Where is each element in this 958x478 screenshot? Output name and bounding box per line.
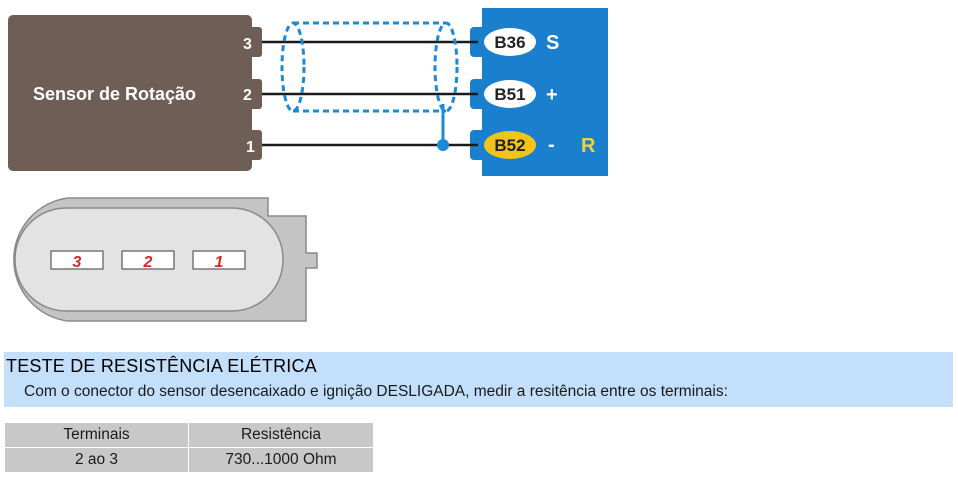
sensor-pin-number-1: 1 [246,139,255,156]
terminal-function-b36: S [546,32,559,54]
sensor-block: Sensor de Rotação 3 2 1 [8,15,262,171]
table-row: 2 ao 3 730...1000 Ohm [4,447,374,473]
terminal-id-b52: B52 [494,136,525,155]
ecu-block [470,8,608,176]
connector-face: 3 2 1 [13,197,318,322]
wires [262,40,478,147]
sensor-pin-tab-3 [244,27,262,57]
terminal-function-b51: + [546,84,558,106]
sensor-body [8,15,252,171]
terminal-badge-b36 [484,28,536,56]
connector-pin-slot-2 [121,250,175,270]
shield-junction-dot [437,139,449,151]
sensor-pin-number-2: 2 [243,87,252,104]
table-cell-terminals: 2 ao 3 [4,447,189,473]
resistance-test-section: TESTE DE RESISTÊNCIA ELÉTRICA Com o cone… [4,352,953,407]
connector-pin-slot-3 [50,250,104,270]
ecu-terminal-tab-b36 [470,27,490,57]
connector-pin-number-1: 1 [215,254,224,271]
test-title: TESTE DE RESISTÊNCIA ELÉTRICA [6,356,317,376]
sensor-pin-number-3: 3 [243,36,252,53]
cable-shield [280,21,459,113]
connector-pin-number-3: 3 [73,254,82,271]
table-header-terminals: Terminais [4,422,189,448]
sensor-pin-tab-2 [244,79,262,109]
terminal-id-b51: B51 [494,85,525,104]
shield-ellipse-right [433,21,459,113]
terminal-badge-b51 [484,80,536,108]
ecu-terminal-b52: B52 - R [484,131,596,159]
table-cell-resistance: 730...1000 Ohm [188,447,374,473]
ecu-terminal-tab-b51 [470,79,490,109]
terminal-extra-b52: R [581,135,596,157]
terminal-function-b52: - [548,134,555,156]
ecu-terminal-tab-b52 [470,130,490,160]
ecu-terminal-b36: B36 S [484,28,559,56]
table-header-resistance: Resistência [188,422,374,448]
connector-pin-number-2: 2 [143,254,153,271]
shield-ellipse-left [280,21,306,113]
test-description: Com o conector do sensor desencaixado e … [24,383,728,400]
terminal-id-b36: B36 [494,33,525,52]
terminal-badge-b52 [484,131,536,159]
sensor-label: Sensor de Rotação [33,84,196,104]
wiring-diagram: Sensor de Rotação 3 2 1 B36 S B51 + B52 [8,8,608,322]
table-header-row: Terminais Resistência [4,422,374,448]
resistance-table: Terminais Resistência 2 ao 3 730...1000 … [4,422,374,473]
connector-pin-slot-1 [192,250,246,270]
ecu-terminal-b51: B51 + [484,80,558,108]
sensor-pin-tab-1 [244,130,262,160]
